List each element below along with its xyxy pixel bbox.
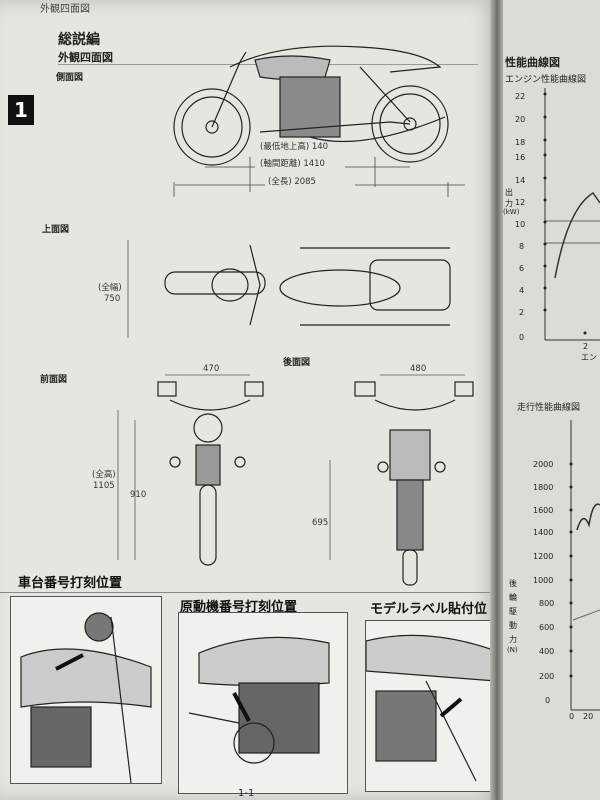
run-ylabel-3: 駆 bbox=[509, 607, 517, 616]
run-ytick-1200: 1200 bbox=[533, 552, 554, 561]
dim-rear-width: 480 bbox=[410, 364, 427, 374]
dim-height-value: 1105 bbox=[93, 481, 115, 491]
chapter-tab: 1 bbox=[8, 95, 34, 125]
run-ylabel-1: 後 bbox=[509, 579, 517, 588]
run-xtick-0: 0 bbox=[569, 712, 575, 721]
dim-width-label: (全幅) bbox=[98, 283, 122, 293]
engine-ytick-0: 0 bbox=[519, 333, 525, 342]
run-chart-title: 走行性能曲線図 bbox=[517, 403, 581, 413]
rear-view-drawing bbox=[329, 374, 474, 586]
run-ytick-1400: 1400 bbox=[533, 528, 554, 537]
run-ylabel-5: 力 bbox=[509, 635, 517, 644]
side-view-drawing bbox=[173, 45, 449, 197]
front-view-label: 前面図 bbox=[40, 375, 68, 385]
chassis-number-title: 車台番号打刻位置 bbox=[18, 576, 123, 591]
front-view-drawing bbox=[117, 374, 264, 566]
run-xtick-20: 20 bbox=[583, 712, 594, 721]
section-divider bbox=[0, 592, 497, 593]
dim-wheelbase: (軸間距離) 1410 bbox=[260, 159, 325, 169]
side-dim-lines bbox=[175, 166, 465, 186]
book-gutter bbox=[490, 0, 506, 800]
run-ytick-1800: 1800 bbox=[533, 483, 554, 492]
engine-ylabel-1: 出 bbox=[505, 188, 513, 197]
engine-ytick-2: 2 bbox=[519, 308, 525, 317]
dim-ground-clearance: (最低地上高) 140 bbox=[260, 142, 329, 152]
engine-number-title: 原動機番号打刻位置 bbox=[180, 600, 298, 615]
left-page: 外観四面図 総説編 外観四面図 1 側面図 (最低地上高) 14 bbox=[0, 0, 497, 800]
rear-view-label: 後面図 bbox=[283, 358, 311, 368]
engine-xtick-2: 2 bbox=[583, 342, 589, 351]
engine-ytick-16: 16 bbox=[515, 153, 526, 162]
run-chart-plot bbox=[569, 420, 600, 711]
running-head: 外観四面図 bbox=[40, 4, 90, 15]
run-ytick-400: 400 bbox=[539, 647, 555, 656]
engine-ylabel-2: 力 bbox=[505, 199, 513, 208]
page-number: 1-1 bbox=[238, 788, 255, 799]
dim-height-label: (全高) bbox=[92, 470, 116, 480]
run-ytick-2000: 2000 bbox=[533, 460, 554, 469]
engine-ytick-4: 4 bbox=[519, 286, 525, 295]
performance-title: 性能曲線図 bbox=[505, 56, 560, 69]
engine-number-photo bbox=[178, 612, 348, 794]
top-view-drawing bbox=[127, 240, 451, 338]
engine-ylabel-3: (kW) bbox=[503, 208, 520, 216]
side-view-label: 側面図 bbox=[56, 73, 84, 83]
run-ytick-800: 800 bbox=[539, 599, 555, 608]
model-label-photo bbox=[365, 620, 497, 792]
engine-ytick-12: 12 bbox=[515, 198, 526, 207]
engine-ytick-8: 8 bbox=[519, 242, 525, 251]
engine-ytick-10: 10 bbox=[515, 220, 526, 229]
engine-chart-title: エンジン性能曲線図 bbox=[505, 75, 587, 85]
dim-front-width: 470 bbox=[203, 364, 220, 374]
engine-chart-plot bbox=[543, 88, 600, 341]
dim-rear-height: 695 bbox=[312, 518, 329, 528]
page-subtitle: 外観四面図 bbox=[58, 51, 113, 64]
run-ylabel-6: (N) bbox=[507, 646, 518, 654]
engine-ytick-20: 20 bbox=[515, 115, 526, 124]
run-ytick-0: 0 bbox=[545, 696, 551, 705]
run-ytick-200: 200 bbox=[539, 672, 555, 681]
top-view-label: 上面図 bbox=[42, 225, 70, 235]
engine-ytick-6: 6 bbox=[519, 264, 525, 273]
dim-seat-height: 910 bbox=[130, 490, 147, 500]
page-title: 総説編 bbox=[58, 32, 100, 48]
run-ytick-1000: 1000 bbox=[533, 576, 554, 585]
engine-ytick-18: 18 bbox=[515, 138, 526, 147]
right-page: 性能曲線図 エンジン性能曲線図 22 20 18 16 14 12 10 8 6… bbox=[503, 0, 600, 800]
chassis-number-photo bbox=[10, 596, 162, 784]
dim-overall-length: (全長) 2085 bbox=[268, 177, 316, 187]
engine-ytick-22: 22 bbox=[515, 92, 526, 101]
run-ytick-600: 600 bbox=[539, 623, 555, 632]
run-ytick-1600: 1600 bbox=[533, 506, 554, 515]
run-ylabel-2: 輪 bbox=[509, 593, 517, 602]
dim-width-value: 750 bbox=[104, 294, 121, 304]
run-ylabel-4: 動 bbox=[509, 621, 517, 630]
engine-xlabel: エン bbox=[581, 353, 597, 362]
engine-ytick-14: 14 bbox=[515, 176, 526, 185]
